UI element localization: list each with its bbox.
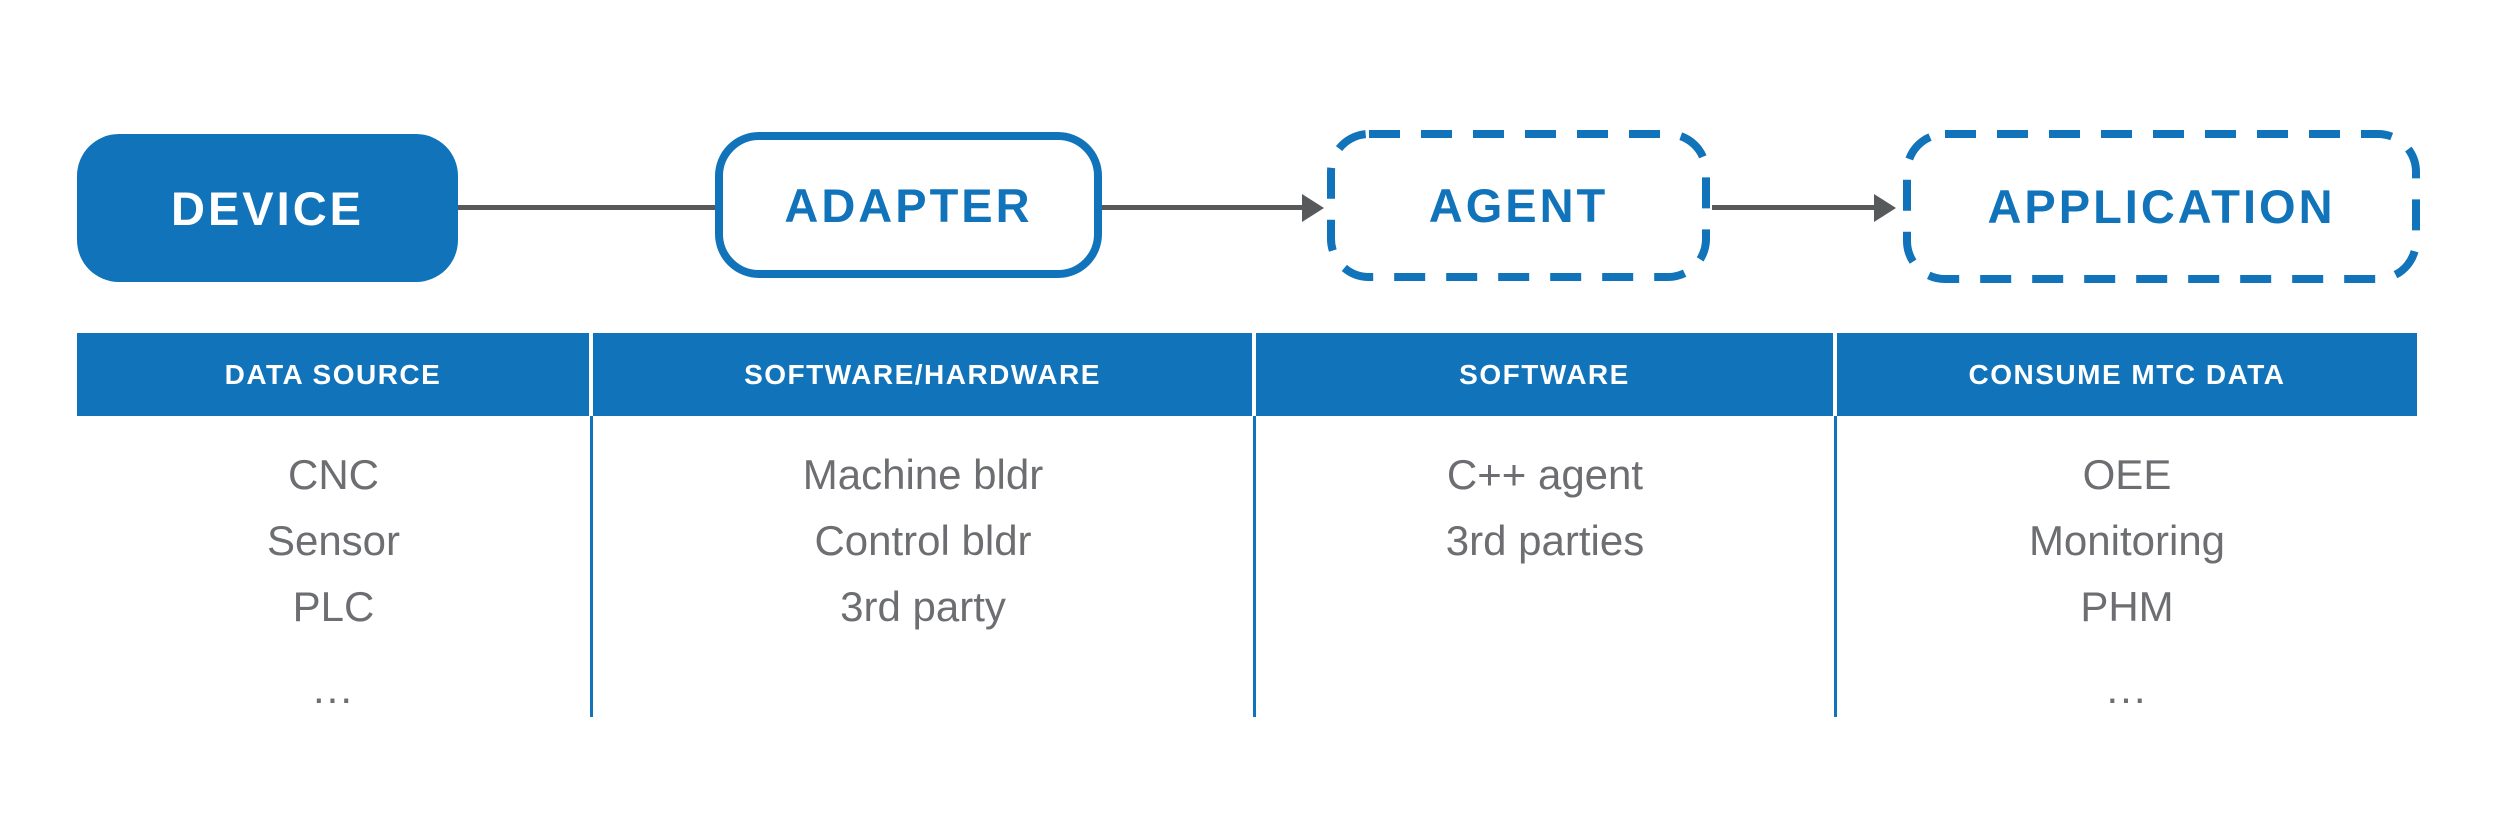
- adapter-label: ADAPTER: [784, 178, 1033, 232]
- header-cell-software-hardware: SOFTWARE/HARDWARE: [593, 333, 1256, 416]
- header-cell-software: SOFTWARE: [1256, 333, 1837, 416]
- list-item: CNC: [288, 451, 379, 498]
- flow-node-device: DEVICE: [77, 134, 458, 282]
- list-item: Monitoring: [2028, 517, 2226, 564]
- list-item: 3rd parties: [1445, 517, 1645, 564]
- list-item: Machine bldr: [802, 451, 1044, 498]
- flow-node-adapter: ADAPTER: [715, 132, 1102, 278]
- list-item: OEE: [2082, 451, 2172, 498]
- application-label: APPLICATION: [1987, 180, 2336, 233]
- column-consume-mtc-data: OEE Monitoring PHM ...: [1837, 416, 2417, 717]
- table-body-row: CNC Sensor PLC ... Machine bldr Control …: [77, 416, 2417, 717]
- list-item-ellipsis: ...: [312, 665, 354, 712]
- connector-device-adapter: [458, 205, 715, 210]
- list-item: Sensor: [266, 517, 401, 564]
- connector-agent-application: [1712, 205, 1875, 210]
- flow-node-agent: AGENT: [1327, 130, 1710, 281]
- header-cell-data-source: DATA SOURCE: [77, 333, 593, 416]
- list-item: Control bldr: [814, 517, 1032, 564]
- header-cell-consume-mtc-data: CONSUME MTC DATA: [1837, 333, 2417, 416]
- list-item: 3rd party: [840, 583, 1006, 630]
- list-item: PLC: [292, 583, 375, 630]
- dashed-border-icon: [1903, 130, 2420, 283]
- column-software-hardware: Machine bldr Control bldr 3rd party: [593, 416, 1256, 717]
- dashed-border-icon: [1327, 130, 1710, 281]
- arrowhead-icon: [1874, 193, 1896, 222]
- connector-adapter-agent: [1102, 205, 1303, 210]
- table-header-row: DATA SOURCE SOFTWARE/HARDWARE SOFTWARE C…: [77, 333, 2417, 416]
- arrowhead-icon: [1302, 193, 1324, 222]
- device-label: DEVICE: [171, 181, 364, 235]
- list-item: PHM: [2080, 583, 2174, 630]
- list-item-ellipsis: ...: [2106, 665, 2148, 712]
- column-data-source: CNC Sensor PLC ...: [77, 416, 593, 717]
- list-item: C++ agent: [1446, 451, 1644, 498]
- agent-label: AGENT: [1428, 179, 1609, 232]
- roles-table: DATA SOURCE SOFTWARE/HARDWARE SOFTWARE C…: [77, 333, 2417, 717]
- column-software: C++ agent 3rd parties: [1256, 416, 1837, 717]
- flow-node-application: APPLICATION: [1903, 130, 2420, 283]
